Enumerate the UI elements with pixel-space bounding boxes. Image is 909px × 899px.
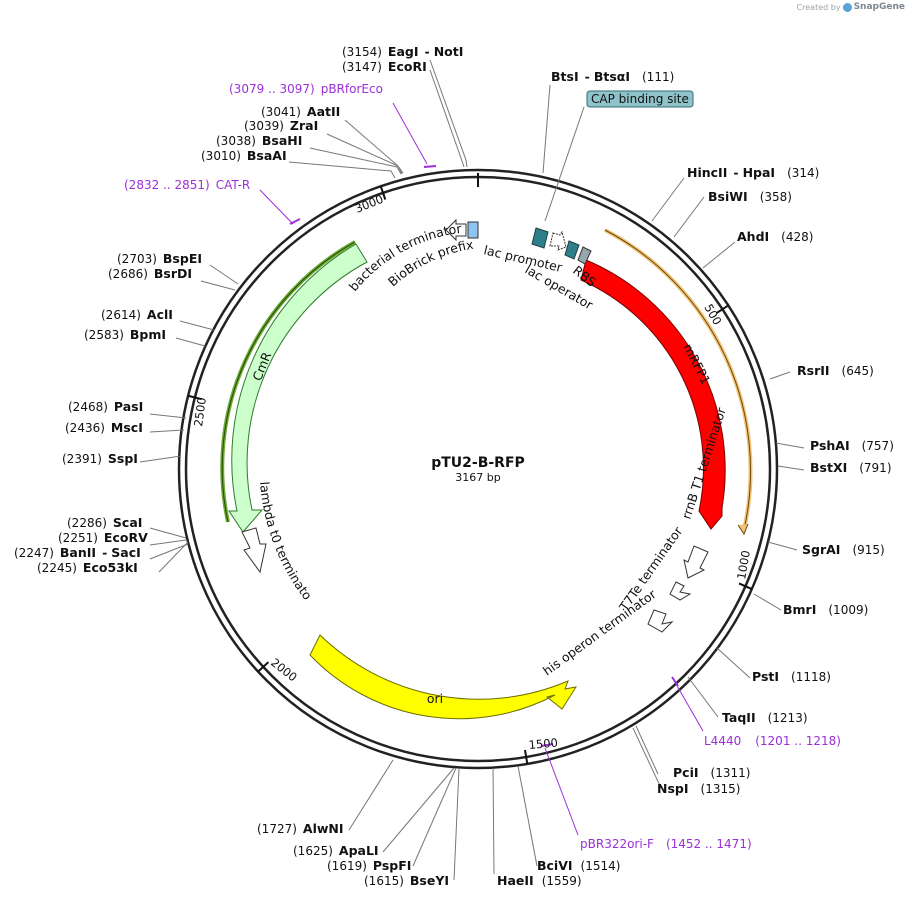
enzyme-alwni[interactable]: (1727)AlwNI (257, 821, 344, 836)
enzyme-aatii[interactable]: (3041)AatII (261, 104, 340, 119)
backbone-outer (177, 168, 779, 770)
enzyme-bstxi[interactable]: BstXI(791) (810, 460, 892, 475)
plasmid-name: pTU2-B-RFP (431, 455, 525, 471)
feature-his-operon-terminator-label: his operon terminator (540, 586, 660, 679)
enzyme-rsrii[interactable]: RsrII(645) (797, 363, 874, 378)
enzyme-nspi[interactable]: NspI(1315) (657, 781, 740, 796)
tick-mark-2000 (257, 661, 270, 673)
cmr-outer-bracket-line (221, 241, 356, 523)
enzyme-msci[interactable]: (2436)MscI (65, 420, 143, 435)
primer-pbrforeco[interactable]: (3079 .. 3097)pBRforEco (229, 82, 383, 96)
primer-l4440[interactable]: L4440(1201 .. 1218) (704, 734, 841, 748)
cap-binding-site-leader (544, 106, 585, 222)
tick-mark-3000 (379, 185, 387, 200)
feature-rbs-box[interactable] (577, 246, 592, 265)
tick-label-1500: 1500 (528, 735, 558, 751)
enzyme-bsiwi[interactable]: BsiWI(358) (708, 189, 792, 204)
feature-cmr-arrow[interactable] (228, 243, 368, 533)
tick-label-2500: 2500 (191, 396, 209, 427)
feature-biobrick-prefix-box[interactable] (467, 221, 479, 239)
enzyme-pcii[interactable]: PciI(1311) (673, 765, 750, 780)
feature-lambda-t0-terminator-arrow[interactable] (241, 527, 267, 574)
enzyme-eco53ki[interactable]: (2245)Eco53kI (37, 560, 138, 575)
feature-lac-promoter-box[interactable] (531, 227, 549, 249)
tick-label-2000: 2000 (268, 655, 300, 684)
enzyme-bpmi[interactable]: (2583)BpmI (84, 327, 166, 342)
enzyme-bspei[interactable]: (2703)BspEI (117, 251, 202, 266)
feature-ori-label: ori (427, 691, 443, 706)
feature-lac-promoter-label: lac promoter (482, 242, 564, 275)
enzyme-sspi[interactable]: (2391)SspI (62, 451, 138, 466)
cds-outer-bracket-line (604, 229, 751, 531)
enzyme-sgrai[interactable]: SgrAI(915) (802, 542, 885, 557)
plasmid-length: 3167 bp (455, 471, 500, 484)
enzyme-bsrdi[interactable]: (2686)BsrDI (108, 266, 192, 281)
cds-outer-bracket (604, 228, 753, 531)
tick-label-1000: 1000 (734, 549, 753, 580)
feature-t7te-terminator-arrow[interactable] (669, 581, 692, 601)
feature-bacterial-terminator-arrow[interactable] (445, 218, 467, 242)
enzyme-ahdi[interactable]: AhdI(428) (737, 229, 813, 244)
enzyme-bsaai[interactable]: (3010)BsaAI (201, 148, 287, 163)
primer-marks (259, 102, 704, 836)
tick-mark-1500 (524, 749, 529, 765)
enzyme-pspfi[interactable]: (1619)PspFI (327, 858, 411, 873)
enzyme-banii-saci[interactable]: (2247)BanII-SacI (14, 545, 141, 560)
cap-binding-site-box[interactable] (586, 90, 694, 108)
enzyme-haeii[interactable]: HaeII(1559) (497, 873, 582, 888)
primer-pbr322ori-f[interactable]: pBR322ori-F(1452 .. 1471) (580, 837, 752, 851)
enzyme-btsi-btsai[interactable]: BtsI-BtsαI(111) (551, 69, 674, 84)
tick-mark-500 (716, 304, 729, 314)
enzyme-ecorv[interactable]: (2251)EcoRV (58, 530, 148, 545)
snapgene-logo-icon (842, 2, 852, 12)
tick-layer (187, 185, 753, 765)
enzyme-pasi[interactable]: (2468)PasI (68, 399, 143, 414)
feature-lac-operator-box[interactable] (549, 230, 567, 251)
credit-prefix: Created by (796, 2, 841, 12)
enzyme-pshai[interactable]: PshAI(757) (810, 438, 894, 453)
feature-his-operon-terminator-arrow[interactable] (647, 609, 674, 633)
enzyme-labels-right: HaeII(1559) BciVI(1514) PciI(1311) NspI(… (497, 69, 894, 888)
tick-mark-2500 (187, 394, 202, 401)
tick-mark-1000 (738, 582, 753, 590)
enzyme-taqii[interactable]: TaqII(1213) (722, 710, 808, 725)
enzyme-leaders (139, 59, 805, 881)
enzyme-acli[interactable]: (2614)AclI (101, 307, 173, 322)
enzyme-bseyi[interactable]: (1615)BseYI (364, 873, 449, 888)
credit-brand: SnapGene (853, 2, 905, 12)
feature-mrfp1-arrow[interactable] (580, 259, 726, 530)
feature-ori-arrow[interactable] (309, 634, 578, 720)
primer-labels: (3079 .. 3097)pBRforEco (2832 .. 2851)CA… (124, 82, 841, 851)
primer-cat-r[interactable]: (2832 .. 2851)CAT-R (124, 178, 250, 192)
enzyme-bcivi[interactable]: BciVI(1514) (537, 858, 620, 873)
snapgene-credit: Created by SnapGene (797, 2, 905, 12)
enzyme-apali[interactable]: (1625)ApaLI (293, 843, 379, 858)
enzyme-scai[interactable]: (2286)ScaI (67, 515, 142, 530)
cds-outer-bracket-tip (737, 523, 749, 536)
enzyme-zrai[interactable]: (3039)ZraI (244, 118, 318, 133)
enzyme-labels-left: (3154)EagI-NotI (3147)EcoRI (3041)AatII … (14, 44, 463, 888)
feature-cmr-label: CmR (249, 349, 274, 382)
enzyme-ecori[interactable]: (3147)EcoRI (342, 59, 427, 74)
feature-lac-box-2[interactable] (564, 240, 580, 260)
enzyme-eagi-notI[interactable]: (3154)EagI-NotI (342, 44, 463, 59)
cap-binding-site-label: CAP binding site (591, 92, 689, 106)
enzyme-psti[interactable]: PstI(1118) (752, 669, 831, 684)
enzyme-bsahi[interactable]: (3038)BsaHI (216, 133, 302, 148)
enzyme-bmri[interactable]: BmrI(1009) (783, 602, 868, 617)
enzyme-hincii-hpai[interactable]: HincII-HpaI(314) (687, 165, 819, 180)
feature-rrnb-t1-terminator-arrow[interactable] (683, 545, 709, 579)
